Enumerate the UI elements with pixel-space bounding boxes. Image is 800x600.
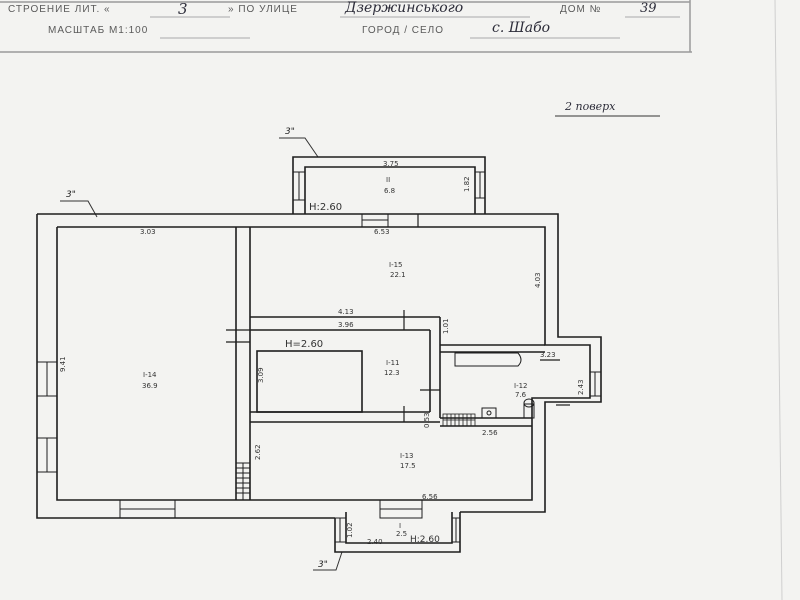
door-marks bbox=[226, 214, 570, 422]
house-label: ДОМ № bbox=[560, 4, 602, 15]
floor-label: 2 поверх bbox=[565, 100, 616, 113]
locality-label: ГОРОД / СЕЛО bbox=[362, 25, 444, 36]
height-top-porch: H:2.60 bbox=[309, 202, 343, 213]
dim-porch-bottom-left: 1.02 bbox=[346, 522, 354, 538]
room-area-14: 36.9 bbox=[142, 382, 158, 390]
building-label: СТРОЕНИЕ ЛИТ. « bbox=[8, 4, 111, 15]
room-area-12: 7.6 bbox=[515, 391, 527, 399]
room-code-porch-bottom: I bbox=[399, 522, 402, 530]
street-value: Дзержинського bbox=[345, 0, 464, 16]
dim-mid-right: 1.01 bbox=[442, 318, 450, 334]
dim-left-wall: 9.41 bbox=[59, 356, 67, 372]
building-value: 3 bbox=[178, 0, 188, 18]
scale-label: МАСШТАБ М1:100 bbox=[48, 25, 149, 36]
height-bottom-porch: H:2.60 bbox=[410, 535, 440, 545]
leader-lines bbox=[60, 137, 343, 571]
windows bbox=[36, 171, 602, 543]
room-area-porch-top: 6.8 bbox=[384, 187, 396, 195]
locality-value: с. Шабо bbox=[492, 20, 551, 36]
quote-mark-bottom: 3" bbox=[318, 560, 328, 570]
stairs bbox=[235, 462, 251, 501]
dim-room15-right: 4.03 bbox=[534, 272, 542, 288]
dim-top-porch-depth: 1.82 bbox=[463, 176, 471, 192]
room-area-15: 22.1 bbox=[390, 271, 406, 279]
street-label: » ПО УЛИЦЕ bbox=[228, 4, 298, 15]
toilet-icon bbox=[523, 398, 535, 419]
height-middle: H=2.60 bbox=[285, 339, 324, 350]
dim-porch-bottom-width: 2.40 bbox=[367, 538, 383, 546]
room-area-11: 12.3 bbox=[384, 369, 400, 377]
header-form bbox=[0, 0, 692, 53]
vent-grid bbox=[442, 413, 476, 427]
walls bbox=[36, 156, 602, 553]
dim-room14-top: 3.03 bbox=[140, 228, 156, 236]
dim-bottom-wall: 6.56 bbox=[422, 493, 438, 501]
room-code-11: I-11 bbox=[386, 359, 400, 367]
dim-room15-bottom-wall: 6.53 bbox=[374, 228, 390, 236]
dim-top-porch-width: 3.75 bbox=[383, 160, 399, 168]
dim-bath-bottom: 2.56 bbox=[482, 429, 498, 437]
dim-bath-right: 2.43 bbox=[577, 379, 585, 395]
house-value: 39 bbox=[640, 1, 657, 16]
dim-room13-left: 2.62 bbox=[254, 444, 262, 460]
room-code-13: I-13 bbox=[400, 452, 414, 460]
dim-bath-top: 3.23 bbox=[540, 351, 556, 359]
room-area-13: 17.5 bbox=[400, 462, 416, 470]
dim-room11-left: 3.09 bbox=[257, 367, 265, 383]
sink-icon bbox=[481, 407, 497, 419]
scan-edge bbox=[774, 0, 783, 600]
room-area-porch-bottom: 2.5 bbox=[396, 530, 408, 538]
room-code-14: I-14 bbox=[143, 371, 157, 379]
room-code-15: I-15 bbox=[389, 261, 403, 269]
dim-mid-top: 4.13 bbox=[338, 308, 354, 316]
bathtub bbox=[454, 352, 522, 367]
room-code-12: I-12 bbox=[514, 382, 528, 390]
dim-small-vert: 0.53 bbox=[423, 412, 431, 428]
quote-mark-top-porch: 3" bbox=[285, 127, 295, 137]
quote-mark-main: 3" bbox=[66, 190, 76, 200]
room-code-porch-top: II bbox=[386, 176, 391, 184]
dim-mid-inner: 3.96 bbox=[338, 321, 354, 329]
